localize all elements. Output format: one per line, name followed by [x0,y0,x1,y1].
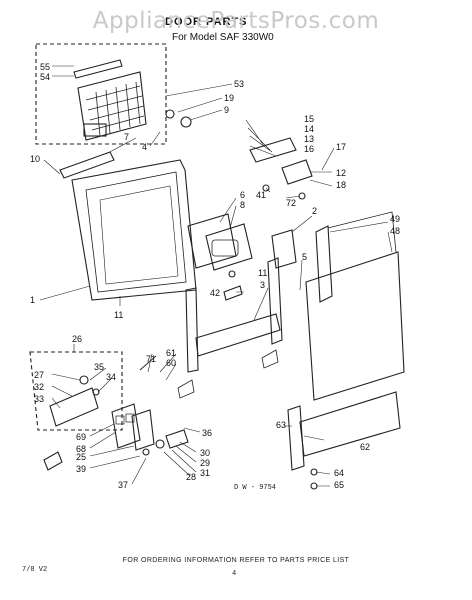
callout-6: 6 [240,190,245,200]
callout-41: 41 [256,190,266,200]
switch-body [49,387,99,427]
vent-cover [83,123,107,137]
switch-group-box [29,351,123,431]
callout-14: 14 [304,124,314,134]
callout-48: 48 [390,226,400,236]
callout-33: 33 [34,394,44,404]
callout-36: 36 [202,428,212,438]
callout-4: 4 [142,142,147,152]
callout-10: 10 [30,154,40,164]
page-mark: 4 [232,570,237,578]
callout-53: 53 [234,79,244,89]
callout-11-upper: 11 [258,268,267,278]
callout-42: 42 [210,288,220,298]
inner-door-panel [71,159,197,301]
drawing-number: D W - 9754 [234,484,277,492]
control-channel [195,313,281,357]
vent-assembly-group-box [35,43,167,145]
callout-35: 35 [94,362,104,372]
callout-63: 63 [276,420,286,430]
callout-15: 15 [304,114,314,124]
callout-65: 65 [334,480,344,490]
callout-30: 30 [200,448,210,458]
callout-39: 39 [76,464,86,474]
corner-code: 7/8 V2 [22,566,48,574]
callout-29: 29 [200,458,210,468]
watermark: AppliancePartsPros.com [92,8,380,34]
callout-26: 26 [72,334,82,344]
callout-55: 55 [40,62,50,72]
toe-panel [299,391,401,457]
callout-71: 71 [146,354,156,364]
door-bracket [271,229,297,269]
callout-12: 12 [336,168,346,178]
callout-19: 19 [224,93,234,103]
callout-1: 1 [30,295,35,305]
callout-16: 16 [304,144,314,154]
callout-37: 37 [118,480,128,490]
callout-68: 68 [76,444,86,454]
callout-5: 5 [302,252,307,262]
callout-7: 7 [124,132,129,142]
switch-knob-34 [92,388,100,396]
switch-frame [131,409,155,451]
latch-assembly [281,159,313,185]
callout-28: 28 [186,472,196,482]
switch-module [111,403,141,449]
diagram-subtitle: For Model SAF 330W0 [172,32,274,43]
callout-11-lower: 11 [114,310,123,320]
callout-62: 62 [360,442,370,452]
ordering-footer: FOR ORDERING INFORMATION REFER TO PARTS … [122,557,350,564]
frame-left-rail [185,287,199,373]
plug-9 [180,116,192,128]
diagram-title: DOOR PARTS [165,16,248,28]
callout-72: 72 [286,198,296,208]
callout-61: 61 [166,348,176,358]
switch-knob-35 [79,375,89,385]
callout-8: 8 [240,200,245,210]
callout-34: 34 [106,372,116,382]
vent-strip [73,59,123,79]
callout-17: 17 [336,142,346,152]
clip-42 [223,285,243,301]
callout-49: 49 [390,214,400,224]
callout-60: 60 [166,358,176,368]
screw-19 [165,109,175,119]
callout-13: 13 [304,134,314,144]
callout-64: 64 [334,468,344,478]
outer-door-panel [305,251,405,401]
hinge-bracket [249,137,297,163]
callout-69: 69 [76,432,86,442]
door-handle [59,151,115,179]
callout-32: 32 [34,382,44,392]
vent-grille [77,71,147,141]
toe-trim-63 [287,405,305,471]
callout-27: 27 [34,370,44,380]
callout-2: 2 [312,206,317,216]
dispenser-cover [205,223,253,271]
callout-9: 9 [224,105,229,115]
callout-3: 3 [260,280,265,290]
callout-54: 54 [40,72,50,82]
callout-25: 25 [76,452,86,462]
callout-18: 18 [336,180,346,190]
side-trim-49 [315,225,333,303]
callout-31: 31 [200,468,210,478]
